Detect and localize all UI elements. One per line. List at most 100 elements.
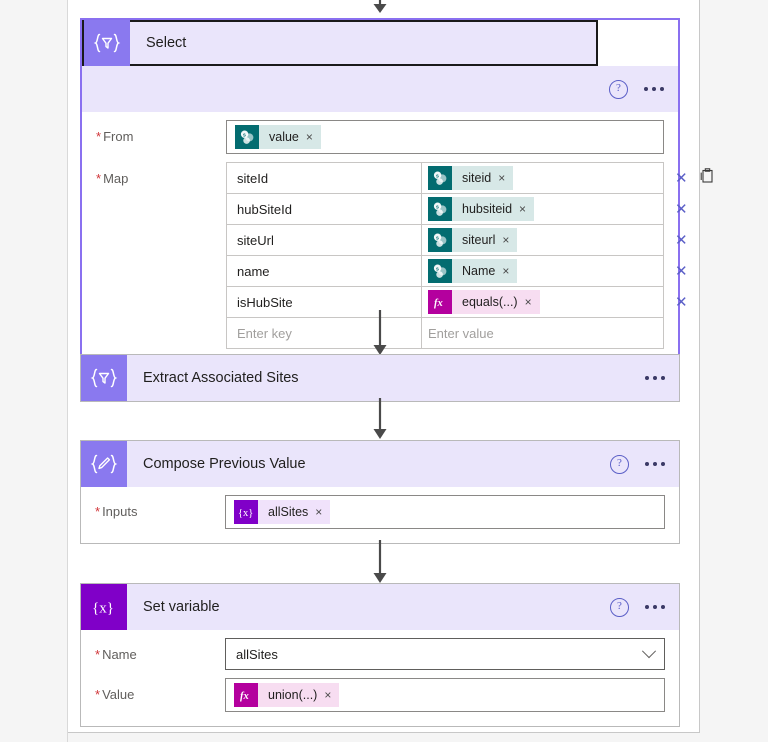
token-remove-icon[interactable]: × <box>502 264 510 278</box>
connector-arrow-3 <box>372 540 388 586</box>
variable-value-input[interactable]: fx union(...) × <box>225 678 665 712</box>
token-remove-icon[interactable]: × <box>498 171 506 185</box>
token-remove-icon[interactable]: × <box>324 688 332 702</box>
token-label: equals(...) × <box>452 290 540 314</box>
sharepoint-icon: s <box>428 197 452 221</box>
ellipsis-icon[interactable] <box>645 462 665 466</box>
card-header-select[interactable]: Select <box>82 20 598 66</box>
svg-text:s: s <box>436 204 439 210</box>
required-asterisk: * <box>95 504 101 519</box>
token-label: siteid × <box>452 166 514 190</box>
map-key-cell[interactable]: siteUrl <box>227 225 422 255</box>
token-remove-icon[interactable]: × <box>315 505 323 519</box>
row-actions: ✕ <box>663 225 688 255</box>
field-label-name: *Name <box>95 647 137 662</box>
token-label: Name × <box>452 259 518 283</box>
card-body-set-variable: *Name allSites *Value <box>81 630 679 726</box>
field-label-from: *From <box>96 129 134 144</box>
card-title-select: Select <box>146 35 187 51</box>
table-row-empty[interactable]: Enter key Enter value <box>227 318 663 349</box>
chevron-down-icon[interactable] <box>641 644 657 659</box>
help-icon[interactable]: ? <box>610 454 629 474</box>
token-value[interactable]: s value × <box>235 125 321 149</box>
action-card-set-variable[interactable]: {x} Set variable ? *Name allSites <box>80 583 680 727</box>
table-row[interactable]: siteUrl s <box>227 225 688 256</box>
variable-name-dropdown[interactable]: allSites <box>225 638 665 670</box>
row-actions: ✕ <box>663 194 688 224</box>
token-remove-icon[interactable]: × <box>305 130 313 144</box>
delete-row-icon[interactable]: ✕ <box>675 200 688 218</box>
svg-text:{x}: {x} <box>92 601 114 617</box>
token-siteid[interactable]: s siteid × <box>428 166 514 190</box>
help-icon[interactable]: ? <box>609 79 628 99</box>
map-value-cell[interactable]: s hubsiteid × <box>422 194 663 224</box>
connector-arrow-2 <box>372 398 388 442</box>
field-control-from[interactable]: s value × <box>226 120 664 154</box>
card-title-set-variable: Set variable <box>143 599 220 615</box>
ellipsis-icon[interactable] <box>644 87 664 91</box>
field-row-name: *Name allSites <box>81 630 679 670</box>
field-label-inputs: *Inputs <box>95 504 138 519</box>
table-row[interactable]: siteId s <box>227 163 713 194</box>
required-asterisk: * <box>95 687 101 702</box>
help-icon[interactable]: ? <box>610 597 629 617</box>
table-row[interactable]: isHubSite fx equals(...) <box>227 287 688 318</box>
delete-row-icon[interactable]: ✕ <box>675 262 688 280</box>
field-label-map: *Map <box>96 171 129 186</box>
inputs-input[interactable]: {x} allSites × <box>225 495 665 529</box>
svg-text:s: s <box>436 266 439 272</box>
card-title-extract-associated-sites: Extract Associated Sites <box>143 370 299 386</box>
map-key-cell[interactable]: name <box>227 256 422 286</box>
map-value-input[interactable]: Enter value <box>428 325 494 341</box>
map-value-cell[interactable]: s siteurl × <box>422 225 663 255</box>
token-union-expression[interactable]: fx union(...) × <box>234 683 340 707</box>
token-label-union: union(...) × <box>258 683 340 707</box>
svg-text:fx: fx <box>240 691 249 702</box>
action-card-compose-previous-value[interactable]: Compose Previous Value ? *Inputs {x} <box>80 440 680 544</box>
map-key-cell[interactable]: isHubSite <box>227 287 422 317</box>
map-key-cell[interactable]: siteId <box>227 163 422 193</box>
field-control-inputs[interactable]: {x} allSites × <box>225 495 665 529</box>
token-equals-expression[interactable]: fx equals(...) × <box>428 290 540 314</box>
svg-text:s: s <box>436 235 439 241</box>
sharepoint-icon: s <box>428 228 452 252</box>
token-remove-icon[interactable]: × <box>502 233 510 247</box>
card-header-set-variable[interactable]: {x} Set variable ? <box>81 584 679 630</box>
delete-row-icon[interactable]: ✕ <box>675 293 688 311</box>
token-label-value: value × <box>259 125 321 149</box>
field-control-value[interactable]: fx union(...) × <box>225 678 665 712</box>
row-actions: ✕ <box>663 256 688 286</box>
ellipsis-icon[interactable] <box>645 376 665 380</box>
token-hubsiteid[interactable]: s hubsiteid × <box>428 197 535 221</box>
delete-row-icon[interactable]: ✕ <box>675 231 688 249</box>
table-row[interactable]: name s <box>227 256 688 287</box>
token-remove-icon[interactable]: × <box>519 202 527 216</box>
token-name[interactable]: s Name × <box>428 259 518 283</box>
ellipsis-icon[interactable] <box>645 605 665 609</box>
token-siteurl[interactable]: s siteurl × <box>428 228 518 252</box>
action-card-extract-associated-sites[interactable]: Extract Associated Sites <box>80 354 680 402</box>
field-control-name[interactable]: allSites <box>225 638 665 670</box>
map-value-cell[interactable]: s siteid × <box>422 163 663 193</box>
from-input[interactable]: s value × <box>226 120 664 154</box>
card-header-compose[interactable]: Compose Previous Value ? <box>81 441 679 487</box>
map-key-input[interactable]: Enter key <box>227 318 422 348</box>
field-label-value: *Value <box>95 687 135 702</box>
card-header-extract-associated-sites[interactable]: Extract Associated Sites <box>81 355 679 401</box>
panel-left-divider <box>67 0 68 742</box>
delete-row-icon[interactable]: ✕ <box>675 169 688 187</box>
map-key-cell[interactable]: hubSiteId <box>227 194 422 224</box>
clipboard-icon[interactable] <box>700 167 715 189</box>
token-allsites[interactable]: {x} allSites × <box>234 500 331 524</box>
map-value-cell[interactable]: s Name × <box>422 256 663 286</box>
table-row[interactable]: hubSiteId s <box>227 194 688 225</box>
token-remove-icon[interactable]: × <box>524 295 532 309</box>
variable-icon: {x} <box>234 500 258 524</box>
select-funnel-icon <box>84 20 130 66</box>
card-header-actions-select: ? <box>82 66 678 112</box>
token-label-allsites: allSites × <box>258 500 331 524</box>
compose-pencil-icon <box>81 441 127 487</box>
action-card-select[interactable]: Select ? *From <box>80 18 713 365</box>
map-value-cell[interactable]: fx equals(...) × <box>422 287 663 317</box>
